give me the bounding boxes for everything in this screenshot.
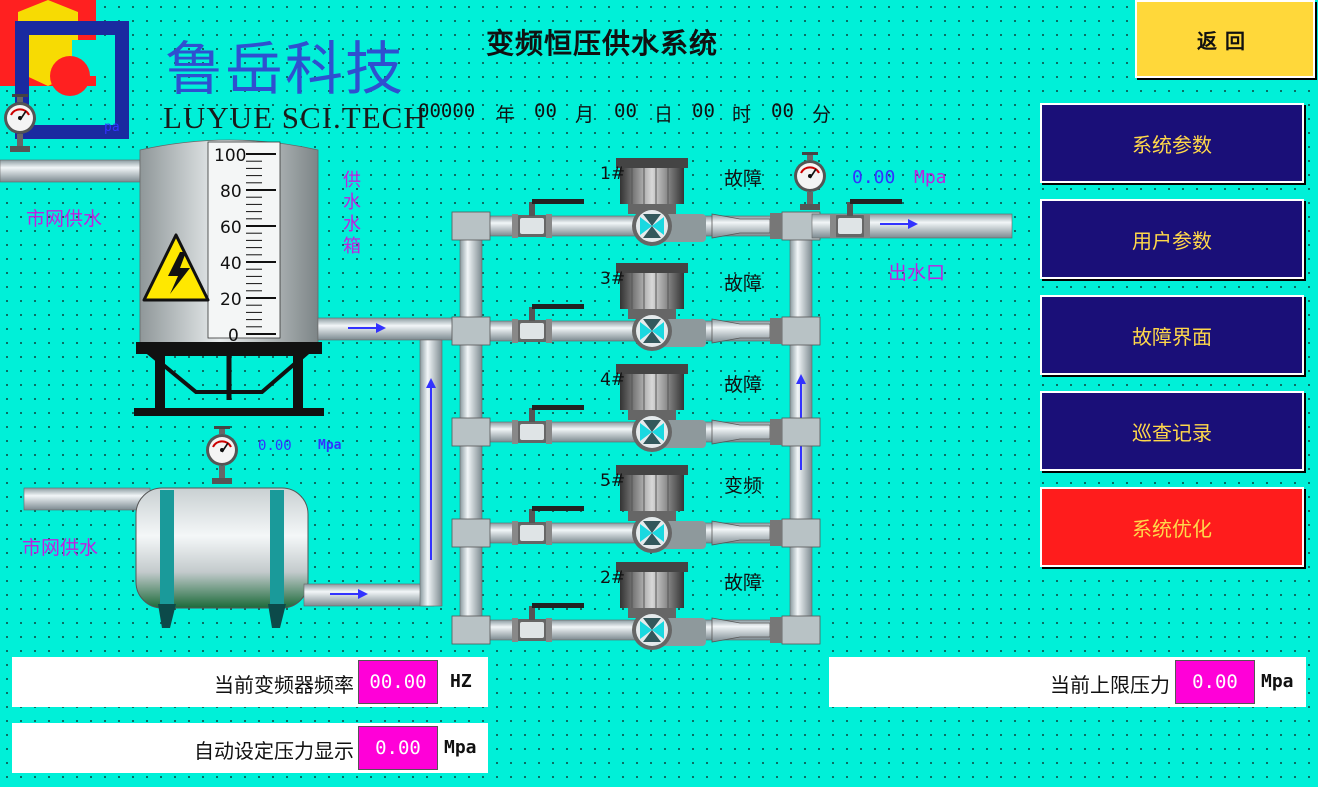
city-supply-label-bottom: 市网供水 [22, 537, 99, 559]
system-optimize-button[interactable]: 系统优化 [1040, 487, 1304, 567]
system-params-button[interactable]: 系统参数 [1040, 103, 1304, 183]
pump-status-label: 故障 [724, 273, 763, 295]
tank-scale-label: 80 [220, 182, 242, 202]
month-value: 00 [534, 100, 557, 122]
frequency-value: 00.00 [358, 660, 438, 704]
tank-scale-label: 100 [214, 146, 247, 166]
frequency-label: 当前变频器频率 [214, 673, 354, 697]
upper-pressure-label: 当前上限压力 [1050, 673, 1170, 697]
topleft-unit-fragment: pa [104, 120, 120, 135]
pump-status-label: 故障 [724, 374, 763, 396]
minute-unit: 分 [812, 104, 832, 126]
outlet-label: 出水口 [888, 262, 946, 284]
inlet-pressure-value: 0.00 [258, 438, 292, 454]
pump-id-label: 3# [600, 269, 626, 289]
high-voltage-warning-icon [142, 233, 210, 302]
auto-pressure-value: 0.00 [358, 726, 438, 770]
user-params-button[interactable]: 用户参数 [1040, 199, 1304, 279]
upper-pressure-value: 0.00 [1175, 660, 1255, 704]
page-title: 变频恒压供水系统 [486, 27, 719, 60]
tank-label: 供水水箱 [343, 170, 361, 257]
fault-screen-button[interactable]: 故障界面 [1040, 295, 1304, 375]
tank-scale-label: 40 [220, 254, 242, 274]
tank-scale-label: 60 [220, 218, 242, 238]
logo-english-text: LUYUE SCI.TECH [163, 100, 427, 135]
day-unit: 日 [654, 104, 674, 126]
auto-pressure-unit: Mpa [444, 737, 477, 758]
minute-value: 00 [771, 100, 794, 122]
frequency-unit: HZ [450, 671, 472, 692]
day-value: 00 [614, 100, 637, 122]
inspection-log-button[interactable]: 巡查记录 [1040, 391, 1304, 471]
frequency-panel: 当前变频器频率 00.00 HZ [12, 657, 488, 707]
pump-status-label: 故障 [724, 168, 763, 190]
outlet-pressure-value: 0.00 [852, 167, 896, 188]
tank-scale-label: 0 [228, 326, 239, 346]
hour-value: 00 [692, 100, 715, 122]
upper-pressure-unit: Mpa [1261, 671, 1294, 692]
logo-chinese-text: 鲁岳科技 [165, 35, 406, 103]
tank-scale-label: 20 [220, 290, 242, 310]
year-value: 00000 [418, 100, 476, 122]
auto-pressure-label: 自动设定压力显示 [194, 739, 354, 763]
company-logo-icon [0, 0, 129, 139]
pump-id-label: 2# [600, 568, 626, 588]
pump-status-label: 变频 [724, 475, 763, 497]
city-supply-label-top: 市网供水 [26, 208, 103, 230]
pump-id-label: 4# [600, 370, 626, 390]
inlet-pressure-unit: Mpa [318, 438, 342, 453]
pressure-vessel-icon [135, 487, 309, 628]
auto-pressure-panel: 自动设定压力显示 0.00 Mpa [12, 723, 488, 773]
outlet-pressure-unit: Mpa [914, 167, 947, 188]
hour-unit: 时 [732, 104, 752, 126]
upper-pressure-panel: 当前上限压力 0.00 Mpa [829, 657, 1306, 707]
year-unit: 年 [496, 104, 516, 126]
pump-status-label: 故障 [724, 572, 763, 594]
back-button[interactable]: 返回 [1135, 0, 1315, 78]
month-unit: 月 [575, 104, 595, 126]
pump-id-label: 5# [600, 471, 626, 491]
pump-id-label: 1# [600, 164, 626, 184]
